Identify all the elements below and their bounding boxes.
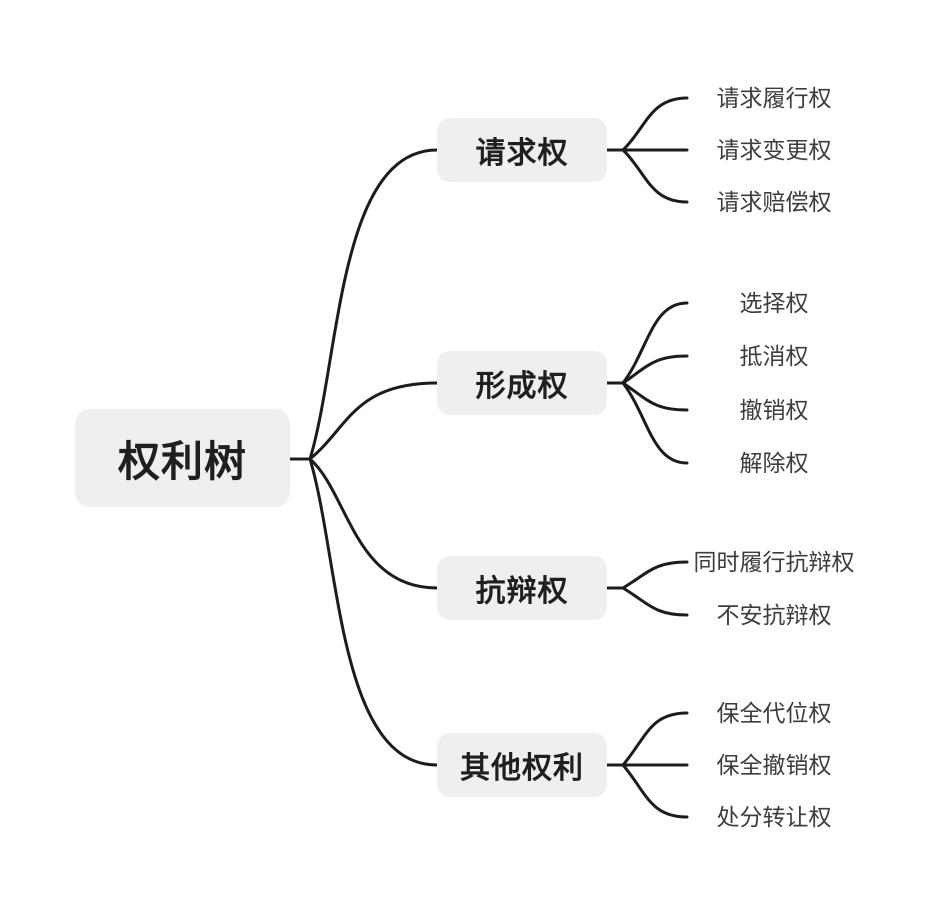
child-node-2-3[interactable]: 撤销权 bbox=[739, 397, 809, 423]
child-node-2-2[interactable]: 抵消权 bbox=[739, 343, 809, 369]
child-node-3-2[interactable]: 不安抗辩权 bbox=[716, 602, 832, 628]
child-node-4-2[interactable]: 保全撤销权 bbox=[716, 752, 832, 778]
connector-branch-1-child-3 bbox=[621, 148, 689, 204]
connector-root-to-branch-2 bbox=[308, 381, 439, 461]
child-node-2-4[interactable]: 解除权 bbox=[739, 450, 809, 476]
child-node-4-1[interactable]: 保全代位权 bbox=[716, 700, 832, 726]
connector-branch-4-child-1 bbox=[621, 711, 689, 767]
child-node-4-3[interactable]: 处分转让权 bbox=[716, 804, 832, 830]
connector-root-to-branch-3 bbox=[308, 457, 439, 590]
connector-branch-2-child-4 bbox=[621, 381, 689, 465]
branch-node-2[interactable]: 形成权 bbox=[437, 351, 607, 415]
child-node-3-1[interactable]: 同时履行抗辩权 bbox=[693, 549, 855, 575]
connector-branch-2-child-3 bbox=[621, 381, 689, 412]
connector-root-to-branch-4 bbox=[308, 457, 439, 767]
child-node-1-1[interactable]: 请求履行权 bbox=[716, 85, 832, 111]
branch-node-1[interactable]: 请求权 bbox=[437, 118, 607, 182]
connector-branch-1-child-1 bbox=[621, 96, 689, 152]
branch-node-3[interactable]: 抗辩权 bbox=[437, 556, 607, 620]
connector-branch-2-child-2 bbox=[621, 354, 689, 385]
child-node-1-3[interactable]: 请求赔偿权 bbox=[716, 189, 832, 215]
connector-branch-3-child-1 bbox=[621, 560, 689, 590]
child-node-2-1[interactable]: 选择权 bbox=[739, 290, 809, 316]
connector-branch-2-child-1 bbox=[621, 301, 689, 385]
connector-root-to-branch-1 bbox=[308, 148, 439, 461]
connector-branch-4-child-3 bbox=[621, 763, 689, 819]
root-node[interactable]: 权利树 bbox=[75, 409, 290, 507]
child-node-1-2[interactable]: 请求变更权 bbox=[716, 137, 832, 163]
branch-node-4[interactable]: 其他权利 bbox=[437, 733, 607, 797]
connector-branch-3-child-2 bbox=[621, 586, 689, 617]
